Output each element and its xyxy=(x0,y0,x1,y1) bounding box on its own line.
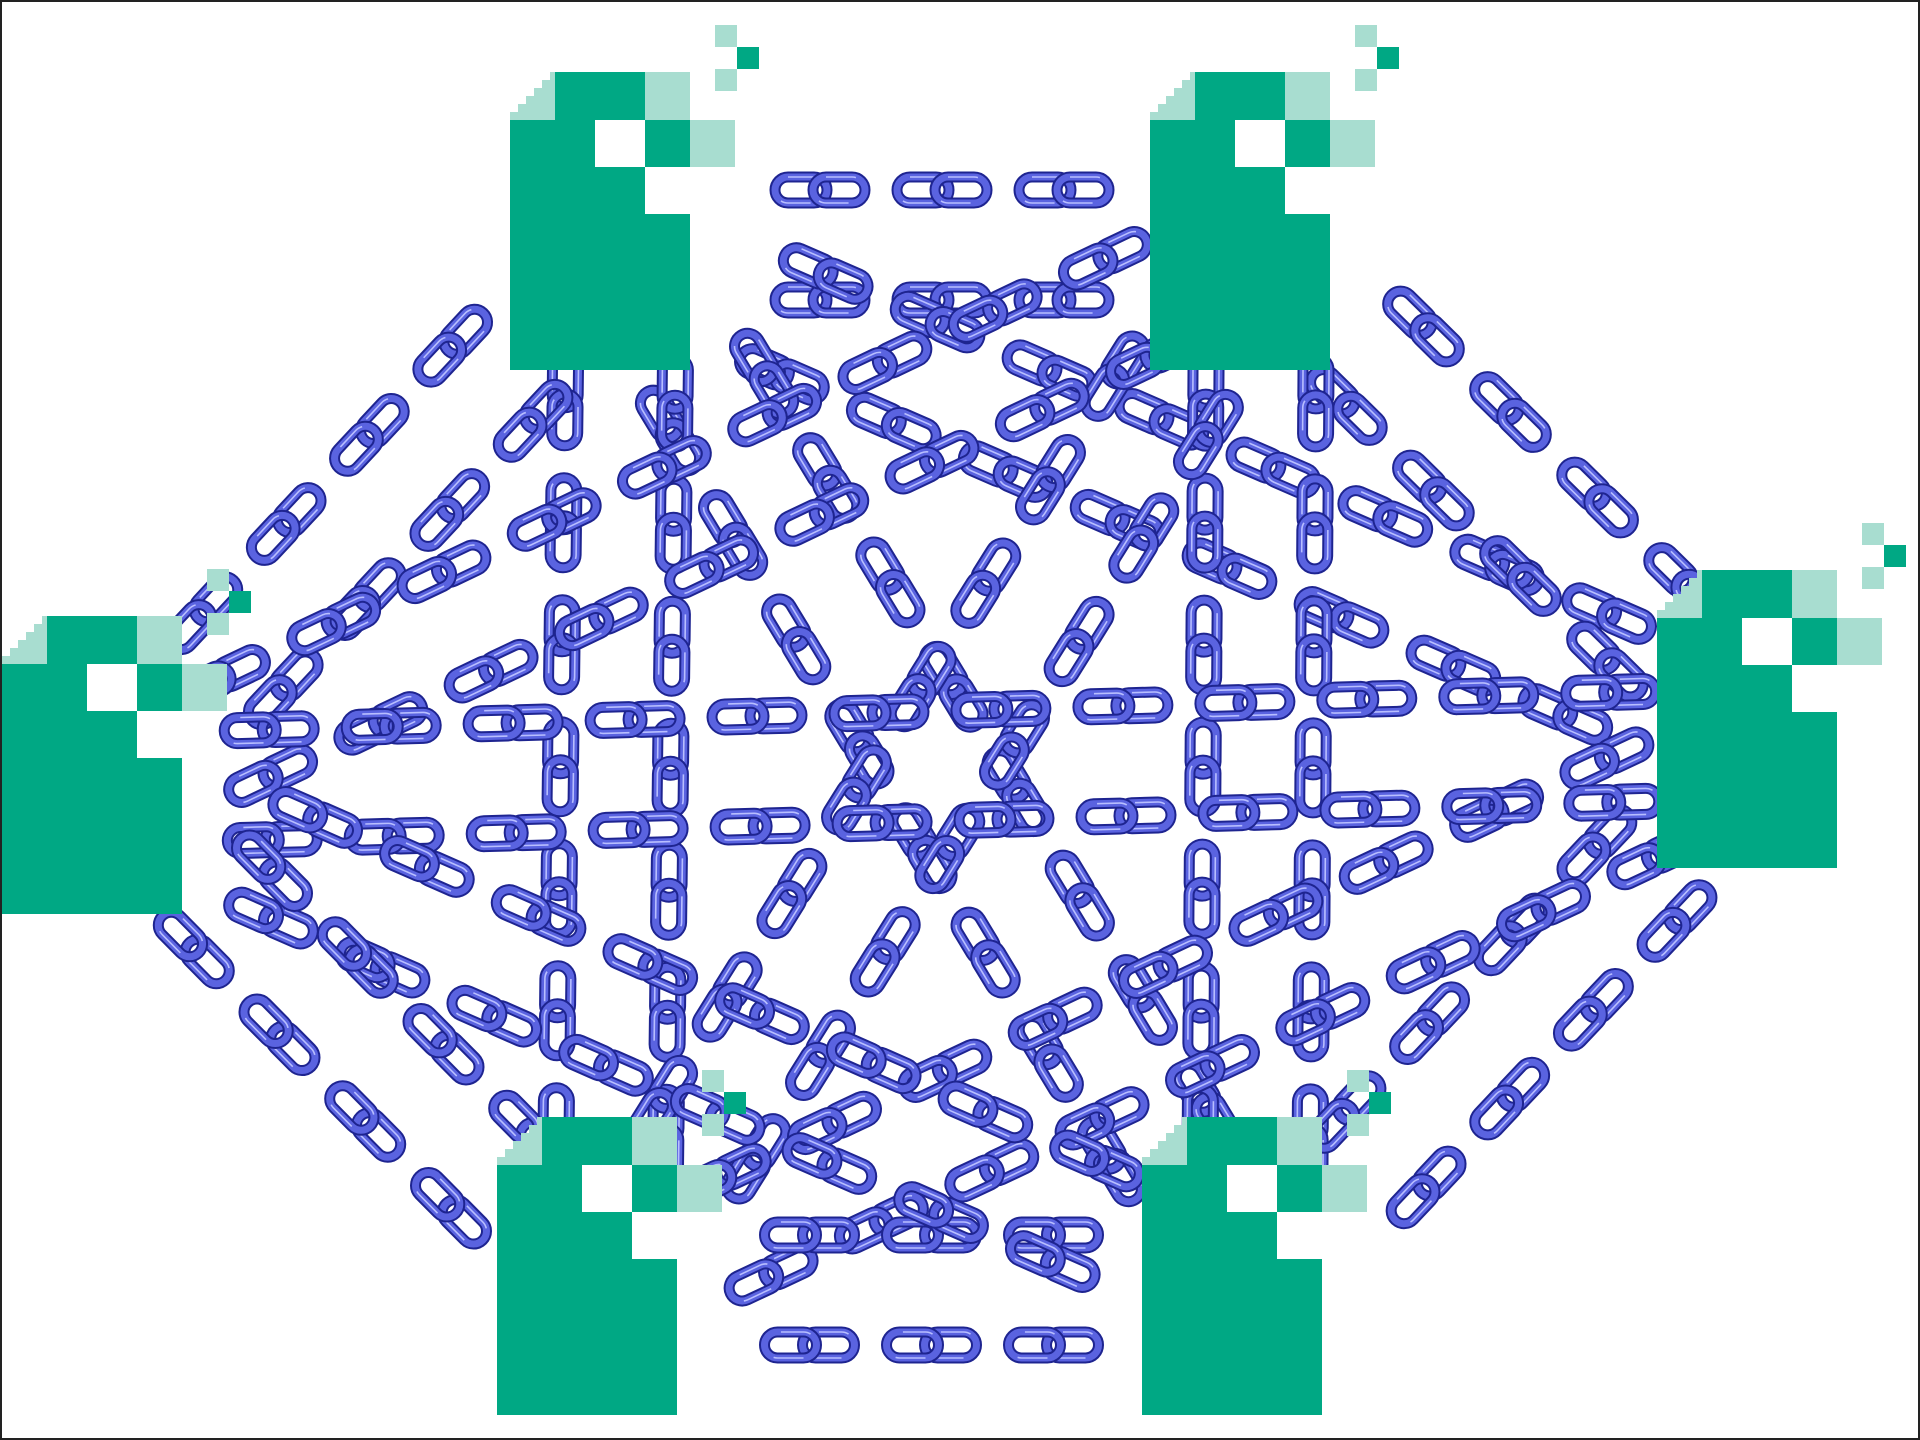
chain-link-icon xyxy=(1321,685,1412,714)
chain-link-icon xyxy=(847,393,940,453)
chain-link-icon xyxy=(1009,1332,1099,1358)
chain-link-icon xyxy=(775,177,865,203)
chain-link-icon xyxy=(660,479,687,569)
chain-link-icon xyxy=(468,709,559,738)
chain-link-icon xyxy=(410,468,490,552)
chain-link-icon xyxy=(834,698,925,727)
chain-link-icon xyxy=(655,845,682,935)
chain-link-icon xyxy=(762,594,831,684)
chain-link-icon xyxy=(1386,1146,1467,1229)
chain-link-icon xyxy=(1469,371,1551,453)
doc-bottom-right-document-icon xyxy=(1142,1070,1391,1415)
chain-link-icon xyxy=(1078,692,1169,721)
chain-link-icon xyxy=(1469,1057,1550,1140)
chain-link-icon xyxy=(1382,286,1464,368)
chain-link-icon xyxy=(1387,931,1480,993)
chain-link-icon xyxy=(1300,723,1327,813)
chain-link-icon xyxy=(471,819,562,848)
chain-link-icon xyxy=(1059,227,1151,289)
chain-link-icon xyxy=(1045,850,1114,940)
chain-link-icon xyxy=(1044,596,1114,686)
chain-link-icon xyxy=(224,715,315,744)
chain-link-icon xyxy=(413,304,493,388)
chain-link-icon xyxy=(856,537,925,627)
chain-link-icon xyxy=(1200,688,1291,717)
chain-link-icon xyxy=(996,379,1088,441)
chain-link-icon xyxy=(951,907,1020,997)
chain-link-icon xyxy=(827,1033,920,1093)
chain-link-icon xyxy=(410,1167,492,1249)
chain-link-icon xyxy=(1081,802,1172,831)
chain-link-icon xyxy=(959,805,1050,834)
chain-link-icon xyxy=(329,393,409,477)
doc-top-right-document-icon xyxy=(1150,25,1399,370)
chain-link-icon xyxy=(246,482,326,566)
chain-link-icon xyxy=(850,907,920,997)
chain-link-icon xyxy=(1553,968,1634,1051)
chain-link-icon xyxy=(715,812,806,841)
chain-link-icon xyxy=(398,541,490,603)
chain-link-icon xyxy=(665,536,757,598)
chain-edges xyxy=(153,177,1726,1358)
chain-link-icon xyxy=(658,601,685,691)
chain-link-icon xyxy=(946,1139,1039,1201)
chain-link-icon xyxy=(1568,788,1659,817)
chain-link-icon xyxy=(786,1010,856,1100)
chain-link-icon xyxy=(593,815,684,844)
chain-link-icon xyxy=(765,1332,855,1358)
chain-link-icon xyxy=(445,640,537,702)
chain-link-icon xyxy=(716,984,809,1044)
chain-link-icon xyxy=(939,1082,1032,1142)
chain-link-icon xyxy=(324,1080,406,1162)
chain-link-icon xyxy=(1340,832,1433,894)
chain-link-icon xyxy=(1019,177,1109,203)
chain-link-icon xyxy=(839,332,931,394)
chain-link-icon xyxy=(1325,795,1416,824)
chain-link-icon xyxy=(239,994,321,1076)
chain-link-icon xyxy=(1191,600,1218,690)
chain-link-icon xyxy=(1188,966,1215,1056)
chain-link-icon xyxy=(897,177,987,203)
chain-link-icon xyxy=(1203,798,1294,827)
chain-link-icon xyxy=(1556,457,1638,539)
chain-link-icon xyxy=(757,848,827,938)
chain-link-icon xyxy=(1119,936,1212,998)
chain-link-icon xyxy=(153,907,235,989)
chain-link-icon xyxy=(951,538,1021,628)
chain-link-icon xyxy=(1192,478,1219,568)
chain-link-icon xyxy=(1392,450,1474,532)
chain-link-icon xyxy=(1189,844,1216,934)
chain-link-icon xyxy=(712,702,803,731)
chain-link-icon xyxy=(1637,879,1718,962)
chain-link-icon xyxy=(560,1035,653,1095)
doc-top-left-document-icon xyxy=(510,25,759,370)
doc-left-document-icon xyxy=(2,569,251,914)
chain-link-icon xyxy=(887,1332,977,1358)
chain-link-icon xyxy=(788,1092,881,1154)
